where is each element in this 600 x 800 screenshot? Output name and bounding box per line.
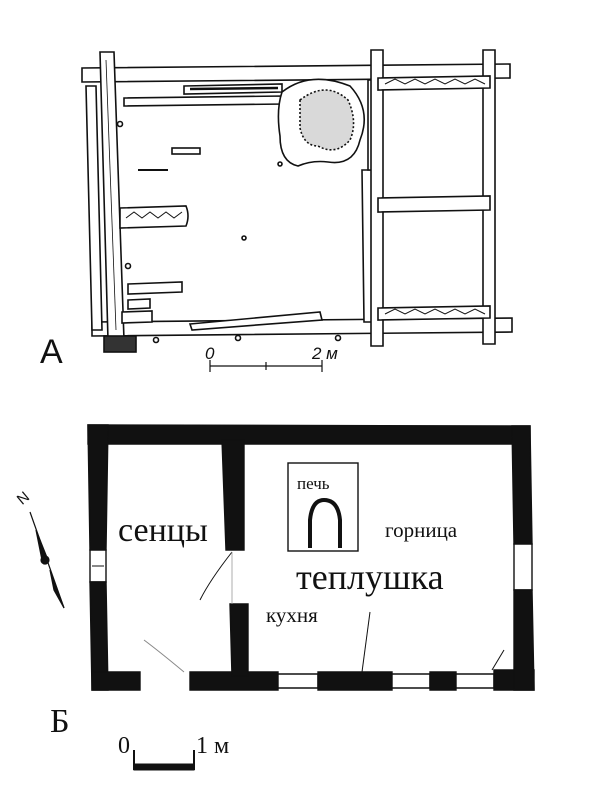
bench-log-2 <box>127 281 183 295</box>
north-arrow <box>29 511 65 609</box>
room-label-teplushka: теплушка <box>296 557 444 597</box>
wall-left-upper <box>87 424 109 551</box>
window-bottom-2 <box>391 673 431 689</box>
slit-1-line <box>189 86 279 91</box>
window-bottom-3 <box>455 673 495 689</box>
post-right-1 <box>370 49 384 347</box>
panel-b-label: Б <box>50 703 70 740</box>
door-swing-1 <box>199 551 233 601</box>
wall-bottom-3 <box>317 671 393 691</box>
oven-core <box>299 89 355 151</box>
stone <box>124 262 132 270</box>
wall-bottom-1 <box>91 671 141 691</box>
room-label-pech: печь <box>297 474 330 493</box>
room-label-kuhnia: кухня <box>266 603 318 627</box>
crosslog-2 <box>377 195 491 213</box>
log-left-outer <box>99 51 125 341</box>
bench-hatch-1 <box>125 211 183 219</box>
wall-partition-upper <box>221 439 245 551</box>
room-label-sency: сенцы <box>118 512 208 549</box>
log-left-inner <box>85 85 103 331</box>
bench-log-4 <box>121 310 153 324</box>
door-swing-4 <box>491 649 505 671</box>
crosslog-hatch-3 <box>384 308 486 315</box>
bench-log-3 <box>127 298 151 310</box>
crosslog-3 <box>377 305 491 321</box>
scale-b-end: 1 м <box>196 733 230 759</box>
wall-partition-lower <box>229 603 249 677</box>
panel-a-label: А <box>40 333 63 371</box>
door-swing-3 <box>361 611 371 673</box>
stove-arch <box>308 497 342 548</box>
scale-bar-a <box>209 360 323 372</box>
stone <box>116 120 124 128</box>
window-bottom-1 <box>277 673 319 689</box>
corner-post <box>103 335 137 353</box>
floor-plank <box>188 311 324 331</box>
crosslog-1 <box>377 75 491 91</box>
wall-top <box>87 424 531 445</box>
stone <box>234 334 242 342</box>
stone <box>241 235 247 241</box>
wall-bottom-4 <box>429 671 457 691</box>
scale-a-end: 2 м <box>312 344 338 363</box>
bench-log-1 <box>119 205 189 229</box>
log-left-grain <box>105 59 117 331</box>
stone <box>152 336 160 344</box>
panel-a-plan <box>81 49 513 353</box>
slit-2 <box>123 95 285 107</box>
door-swing-2 <box>143 639 185 673</box>
crosslog-hatch-1 <box>384 78 486 85</box>
wall-right-lower <box>513 589 535 691</box>
window-right <box>513 543 533 591</box>
scale-a-start: 0 <box>205 344 215 363</box>
wall-right-upper <box>511 425 533 545</box>
scale-b-start: 0 <box>118 733 130 759</box>
panel-b-plan <box>87 424 535 691</box>
room-label-gornica: горница <box>385 518 458 542</box>
small-slot <box>171 147 201 155</box>
stone <box>277 161 283 167</box>
stove <box>287 462 359 552</box>
scale-bar-b <box>133 750 195 771</box>
stone <box>334 334 342 342</box>
